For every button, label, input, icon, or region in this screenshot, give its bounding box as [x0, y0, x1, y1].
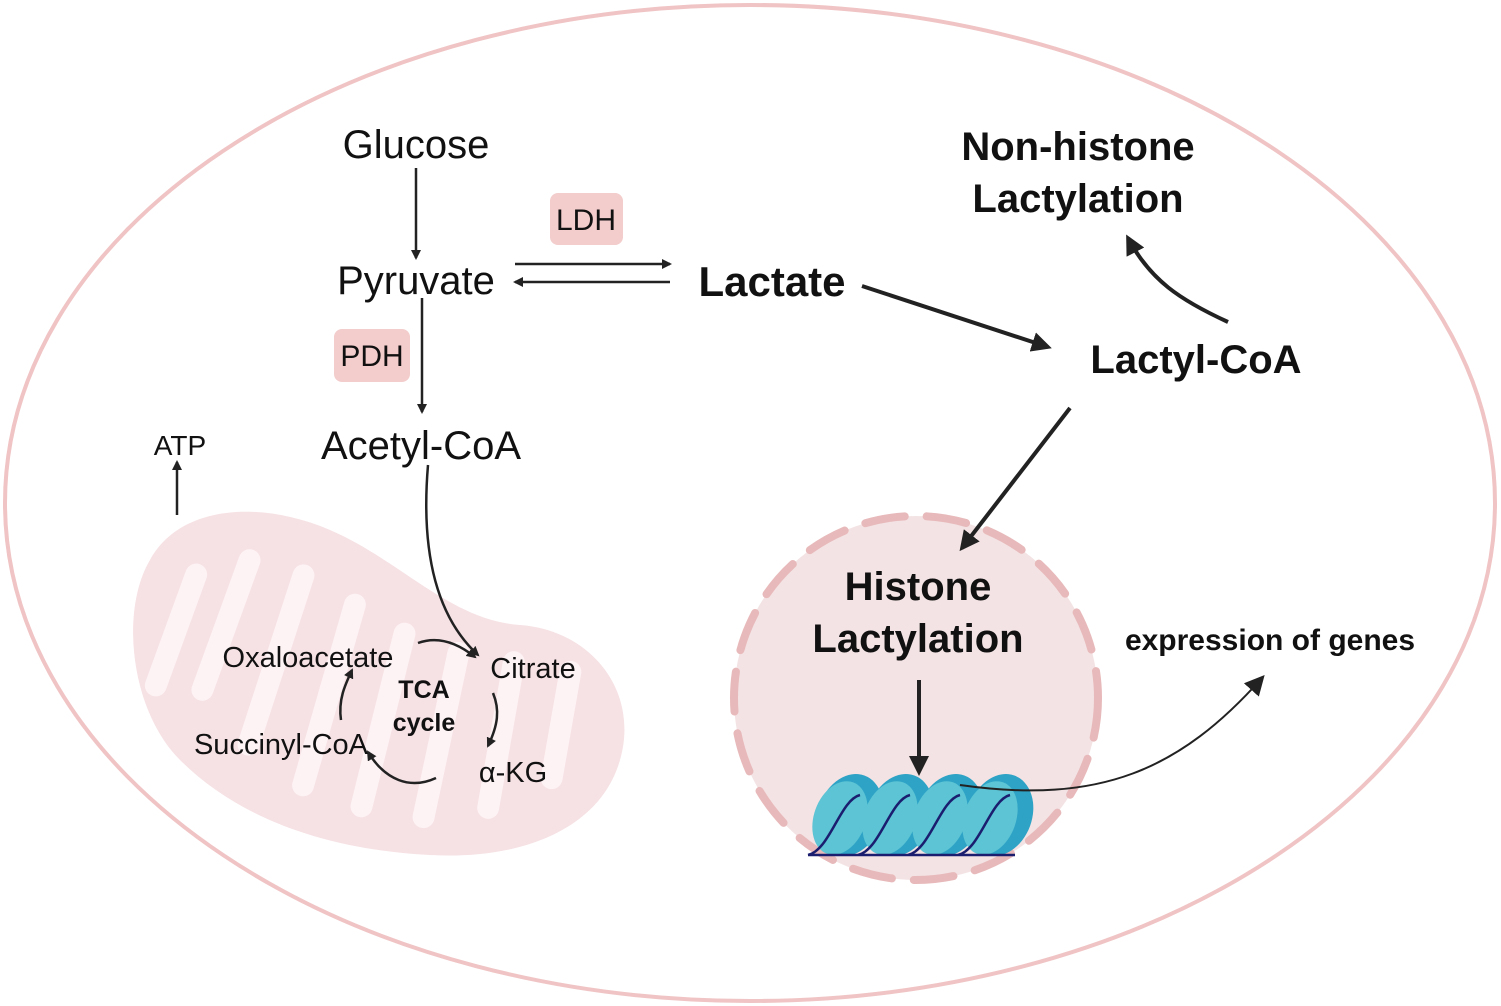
ldh-label: LDH — [556, 204, 616, 237]
glucose-label: Glucose — [343, 123, 490, 167]
arrow-lactylcoa-histone — [959, 406, 1072, 552]
pdh-box — [334, 329, 410, 382]
histone-label-line1: Histone — [845, 565, 992, 609]
citrate-label: Citrate — [490, 653, 575, 685]
expression-label: expression of genes — [1125, 624, 1415, 657]
tca-arrow-akg-succinylcoa — [366, 750, 437, 785]
arrow-lactate-lactylcoa — [861, 284, 1052, 352]
nucleosome-chain — [807, 774, 1034, 857]
nonhistone-label-line2: Lactylation — [972, 177, 1183, 221]
histone-label-line2: Lactylation — [812, 617, 1023, 661]
pdh-label: PDH — [340, 340, 403, 373]
ldh-box — [550, 193, 623, 245]
tca-arrow-succinylcoa-oxaloacetate — [339, 668, 354, 721]
pyruvate-label: Pyruvate — [337, 259, 495, 303]
tca-label-line1: TCA — [398, 676, 449, 704]
akg-label: α-KG — [479, 757, 547, 789]
succinyl-coa-label: Succinyl-CoA — [194, 729, 369, 761]
nonhistone-label-line1: Non-histone — [961, 125, 1194, 169]
arrow-acetylcoa-citrate — [425, 464, 480, 657]
cell-membrane — [3, 3, 1497, 1003]
tca-arrow-oxaloacetate-citrate — [417, 638, 477, 659]
dna-strand — [807, 793, 1015, 857]
mitochondrion — [133, 511, 625, 856]
oxaloacetate-label: Oxaloacetate — [223, 642, 394, 674]
arrow-lactylcoa-nonhistone — [1126, 234, 1229, 324]
acetyl-coa-label: Acetyl-CoA — [321, 424, 521, 468]
atp-label: ATP — [154, 430, 206, 461]
lactyl-coa-label: Lactyl-CoA — [1090, 338, 1301, 382]
tca-arrow-citrate-akg — [486, 692, 499, 748]
arrow-nucleosome-expression — [959, 675, 1265, 792]
tca-label-line2: cycle — [393, 709, 456, 737]
lactate-label: Lactate — [698, 258, 845, 305]
